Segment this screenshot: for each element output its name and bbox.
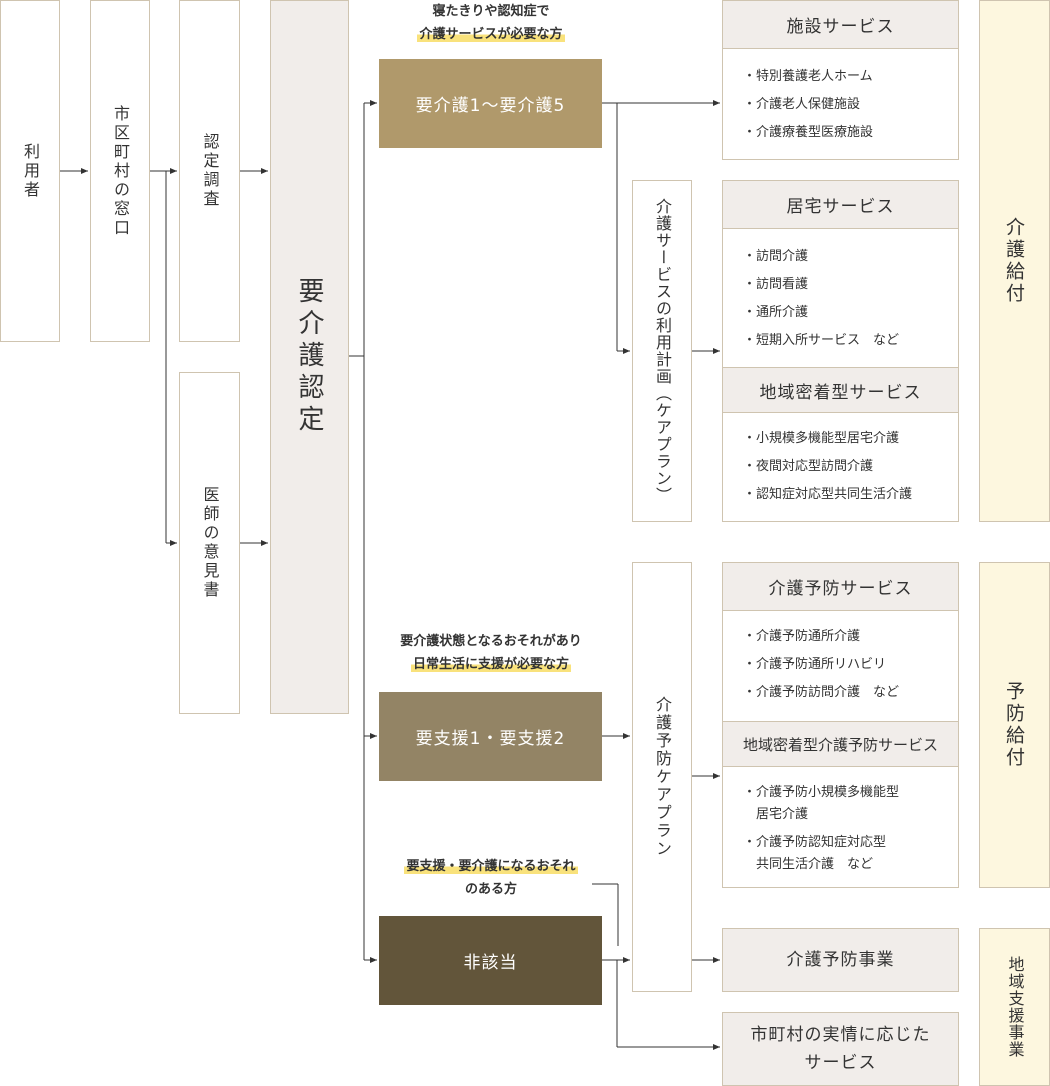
risk-note: 要支援・要介護になるおそれ のある方: [375, 855, 607, 901]
community-prevention-list: ・介護予防小規模多機能型 居宅介護 ・介護予防認知症対応型 共同生活介護 など: [723, 767, 958, 876]
support-level-box: 要支援1・要支援2: [379, 692, 602, 781]
list-item: ・介護予防通所介護: [743, 629, 861, 644]
prevention-plan-box: 介護予防ケアプラン: [632, 562, 692, 992]
care-benefit-box: 介護給付: [979, 0, 1050, 522]
community-prevention-title: 地域密着型介護予防サービス: [723, 721, 958, 767]
list-item: ・介護療養型医療施設: [743, 125, 874, 140]
home-service-box: 居宅サービス ・訪問介護 ・訪問看護 ・通所介護 ・短期入所サービス など 地域…: [722, 180, 959, 522]
community-service-title: 地域密着型サービス: [723, 367, 958, 413]
municipal-services-box: 市町村の実情に応じた サービス: [722, 1012, 959, 1086]
community-support-box: 地域支援事業: [979, 928, 1050, 1086]
prevention-benefit-box: 予防給付: [979, 562, 1050, 888]
not-applicable-box: 非該当: [379, 916, 602, 1005]
prevention-service-list: ・介護予防通所介護 ・介護予防通所リハビリ ・介護予防訪問介護 など: [723, 611, 958, 721]
certification-box: 要介護認定: [270, 0, 349, 714]
doctor-opinion-label: 医師の意見書: [200, 486, 220, 600]
list-item: ・訪問看護: [743, 277, 809, 292]
support-note-line2: 日常生活に支援が必要な方: [410, 657, 571, 672]
care-plan-label: 介護サービスの利用計画（ケアプラン）: [653, 198, 672, 504]
prevention-benefit-label: 予防給付: [1003, 681, 1025, 769]
certification-label: 要介護認定: [294, 277, 324, 437]
prevention-plan-label: 介護予防ケアプラン: [653, 696, 672, 858]
prevention-project-label: 介護予防事業: [786, 950, 895, 970]
list-item: ・介護老人保健施設: [743, 97, 861, 112]
list-item: ・夜間対応型訪問介護: [743, 459, 874, 474]
list-item: ・通所介護: [743, 305, 809, 320]
list-item: ・介護予防認知症対応型 共同生活介護 など: [743, 835, 887, 872]
list-item: ・小規模多機能型居宅介護: [743, 431, 900, 446]
prevention-service-title: 介護予防サービス: [723, 563, 958, 611]
care-note-line2: 介護サービスが必要な方: [417, 27, 565, 42]
prevention-service-box: 介護予防サービス ・介護予防通所介護 ・介護予防通所リハビリ ・介護予防訪問介護…: [722, 562, 959, 888]
prevention-project-box: 介護予防事業: [722, 928, 959, 992]
assessment-label: 認定調査: [200, 133, 220, 209]
facility-service-list: ・特別養護老人ホーム ・介護老人保健施設 ・介護療養型医療施設: [723, 49, 958, 147]
community-service-list: ・小規模多機能型居宅介護 ・夜間対応型訪問介護 ・認知症対応型共同生活介護: [723, 413, 958, 509]
facility-service-title: 施設サービス: [723, 1, 958, 49]
support-note-line1: 要介護状態となるおそれがあり: [400, 634, 582, 649]
user-label: 利用者: [21, 142, 40, 200]
home-service-list: ・訪問介護 ・訪問看護 ・通所介護 ・短期入所サービス など: [723, 229, 958, 367]
doctor-opinion-box: 医師の意見書: [179, 372, 240, 714]
care-note-line1: 寝たきりや認知症で: [432, 4, 550, 19]
assessment-box: 認定調査: [179, 0, 240, 342]
home-service-title: 居宅サービス: [723, 181, 958, 229]
list-item: ・介護予防小規模多機能型 居宅介護: [743, 785, 900, 822]
risk-note-line1: 要支援・要介護になるおそれ: [404, 859, 578, 874]
list-item: ・介護予防訪問介護 など: [743, 685, 900, 700]
municipal-services-label: 市町村の実情に応じた サービス: [750, 1025, 931, 1073]
not-applicable-label: 非該当: [463, 953, 518, 973]
care-plan-box: 介護サービスの利用計画（ケアプラン）: [632, 180, 692, 522]
list-item: ・特別養護老人ホーム: [743, 69, 873, 84]
care-level-box: 要介護1〜要介護5: [379, 59, 602, 148]
risk-note-line2: のある方: [464, 882, 517, 897]
list-item: ・介護予防通所リハビリ: [743, 657, 887, 672]
list-item: ・短期入所サービス など: [743, 333, 900, 348]
list-item: ・認知症対応型共同生活介護: [743, 487, 913, 502]
care-level-label: 要介護1〜要介護5: [415, 96, 566, 116]
community-support-label: 地域支援事業: [1005, 956, 1025, 1058]
care-benefit-label: 介護給付: [1003, 217, 1025, 305]
municipal-window-box: 市区町村の窓口: [90, 0, 150, 342]
care-note: 寝たきりや認知症で 介護サービスが必要な方: [380, 0, 602, 46]
support-level-label: 要支援1・要支援2: [415, 729, 566, 749]
list-item: ・訪問介護: [743, 249, 809, 264]
facility-service-box: 施設サービス ・特別養護老人ホーム ・介護老人保健施設 ・介護療養型医療施設: [722, 0, 959, 160]
user-box: 利用者: [0, 0, 60, 342]
support-note: 要介護状態となるおそれがあり 日常生活に支援が必要な方: [370, 630, 612, 676]
municipal-window-label: 市区町村の窓口: [111, 104, 130, 238]
